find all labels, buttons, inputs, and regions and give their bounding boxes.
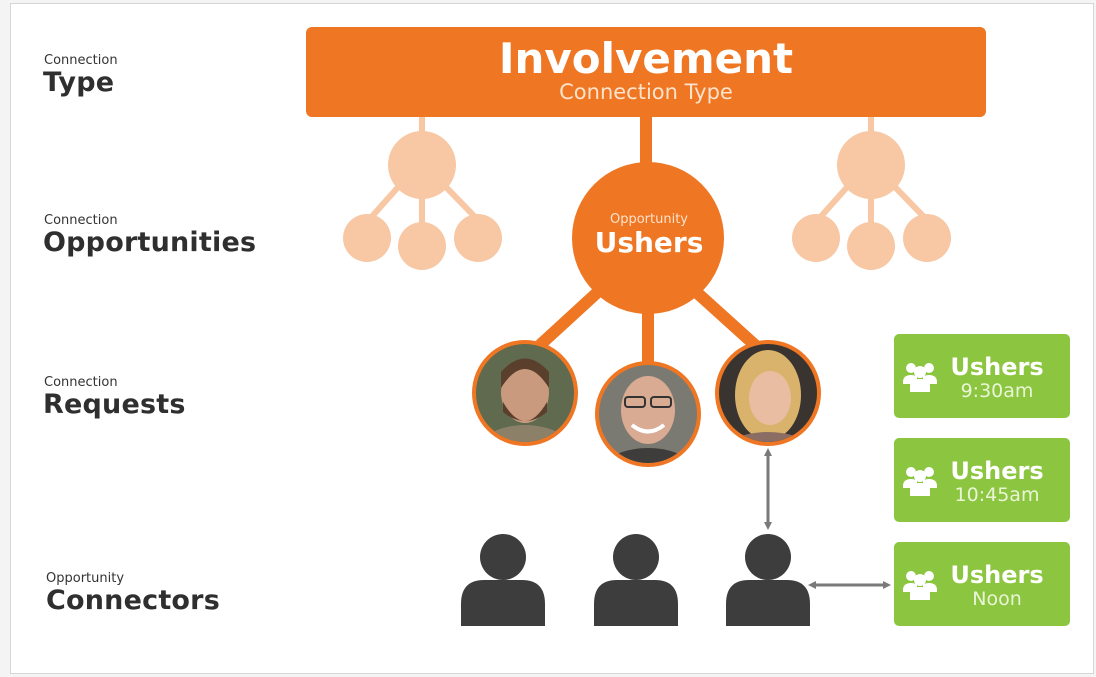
request-avatar-3[interactable] <box>713 340 823 468</box>
connector-person-3[interactable] <box>726 534 810 626</box>
slot-time-1: 9:30am <box>960 380 1034 402</box>
row-label-big-connectors: Connectors <box>46 585 220 616</box>
slot-title-3: Ushers <box>950 561 1044 589</box>
opportunity-caption: Opportunity <box>609 212 688 227</box>
connection-type-box[interactable] <box>306 27 986 117</box>
connector-person-2[interactable] <box>594 534 678 626</box>
connector-person-1[interactable] <box>461 534 545 626</box>
row-label-small-type: Connection <box>44 53 118 68</box>
connection-type-subtitle: Connection Type <box>559 80 733 104</box>
faded-opportunity-tree-left <box>343 117 502 270</box>
slot-time-2: 10:45am <box>954 484 1040 506</box>
row-label-big-type: Type <box>43 67 115 98</box>
row-label-small-opportunities: Connection <box>44 213 118 228</box>
slot-title-2: Ushers <box>950 457 1044 485</box>
connection-type-title: Involvement <box>498 34 794 83</box>
request-avatar-2[interactable] <box>593 360 703 504</box>
opportunity-circle[interactable] <box>572 162 724 314</box>
opportunity-name: Ushers <box>594 226 704 259</box>
row-label-big-requests: Requests <box>43 389 186 420</box>
row-label-small-connectors: Opportunity <box>46 571 125 586</box>
row-label-small-requests: Connection <box>44 375 118 390</box>
row-label-big-opportunities: Opportunities <box>43 227 257 258</box>
faded-opportunity-tree-right <box>792 117 951 270</box>
connector-lines <box>535 117 761 366</box>
slot-time-3: Noon <box>972 588 1022 610</box>
slot-title-1: Ushers <box>950 353 1044 381</box>
request-avatar-1[interactable] <box>470 340 580 485</box>
